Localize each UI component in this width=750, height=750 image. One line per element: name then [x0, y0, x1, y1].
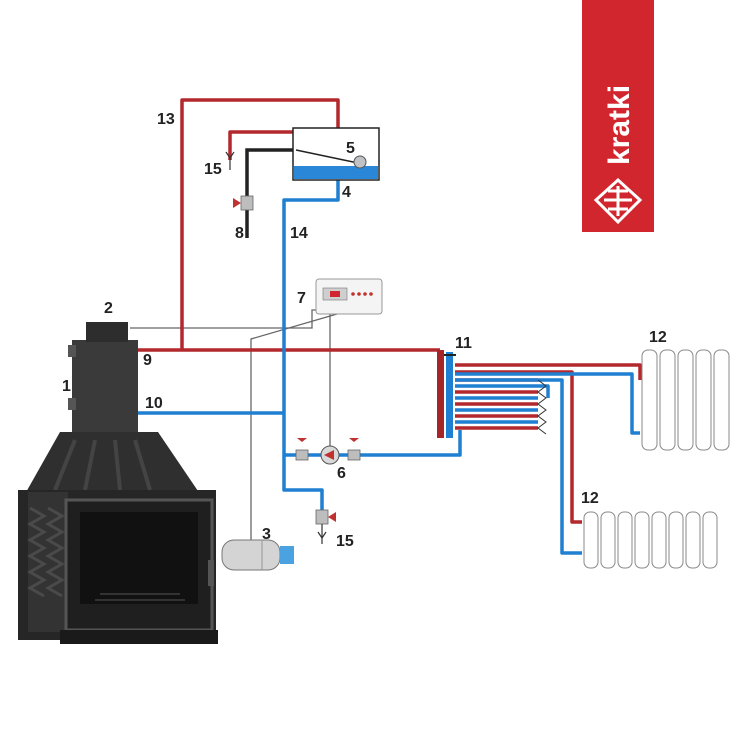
radiator-upper: [641, 349, 730, 451]
label-13: 13: [157, 111, 175, 128]
valve-8: [233, 195, 254, 211]
diagram-labels: 1 2 3 4 5 6 7 8 9 10 11 12 12 13 14 15 1…: [62, 111, 667, 550]
label-7: 7: [297, 290, 306, 307]
manifold: [437, 350, 456, 438]
label-12-upper: 12: [649, 329, 667, 346]
pipe-13-overflow: [180, 98, 340, 350]
controller-unit: [315, 278, 383, 315]
vent-15-upper: [225, 151, 235, 170]
label-15-upper: 15: [204, 161, 222, 178]
label-11: 11: [455, 335, 472, 352]
label-6: 6: [337, 465, 346, 482]
label-15-lower: 15: [336, 533, 354, 550]
logo-grate-icon: [593, 177, 643, 225]
label-4: 4: [342, 184, 351, 201]
fireplace-insert: [18, 322, 218, 644]
label-8: 8: [235, 225, 244, 242]
pipe-pump-line: [284, 430, 462, 457]
pipe-14-feed: [282, 180, 340, 512]
label-10: 10: [145, 395, 163, 412]
float-pipes: [245, 148, 296, 238]
label-2: 2: [104, 300, 113, 317]
label-9: 9: [143, 352, 152, 369]
label-12-lower: 12: [581, 490, 599, 507]
valve-15-lower: [315, 509, 336, 544]
kratki-logo: kratki: [582, 0, 654, 232]
floor-loop: [537, 379, 547, 435]
label-14: 14: [290, 225, 308, 242]
air-intake: [221, 539, 294, 571]
radiator-lower: [583, 511, 718, 569]
label-5: 5: [346, 140, 355, 157]
pipe-vent-15: [228, 130, 296, 160]
expansion-tank: [292, 127, 380, 181]
cold-pipes: [138, 180, 640, 555]
label-1: 1: [62, 378, 71, 395]
label-3: 3: [262, 526, 271, 543]
pump-group: [295, 438, 361, 465]
logo-wordmark: kratki: [603, 85, 636, 165]
